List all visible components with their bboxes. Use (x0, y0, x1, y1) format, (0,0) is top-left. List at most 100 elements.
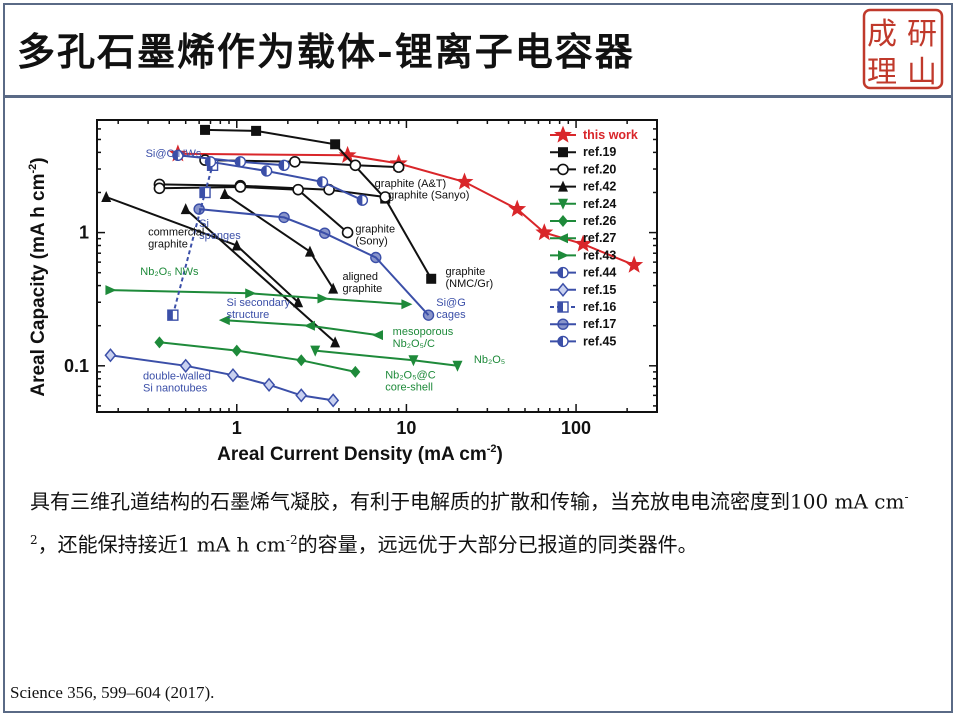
legend-label: ref.44 (583, 266, 616, 280)
data-point-ref.24 (310, 345, 321, 357)
legend-marker (558, 250, 569, 261)
annotation-line: core-shell (385, 382, 433, 394)
data-point-ref.42c (330, 336, 341, 348)
series-line-ref.26 (159, 341, 356, 373)
data-point-ref.42b (328, 282, 339, 294)
diamond-marker (231, 344, 242, 357)
data-point-this work (535, 223, 554, 241)
annotation-line: cages (436, 309, 466, 321)
data-point-ref.20c (292, 183, 304, 196)
data-point-ref.44 (278, 159, 290, 171)
legend-label: ref.20 (583, 162, 616, 176)
half-circle-fill (235, 156, 241, 167)
data-point-ref.20c (341, 226, 354, 239)
data-point-ref.20 (349, 159, 362, 172)
ylabel-text: Areal Capacity (mA h cm (28, 173, 49, 396)
star-marker (455, 172, 474, 190)
open-diamond-marker (263, 377, 276, 392)
header-divider (3, 95, 953, 98)
triangle-right-marker (401, 299, 413, 310)
data-point-ref.17 (278, 211, 290, 224)
triangle-down-marker (310, 345, 321, 357)
legend-marker (557, 163, 569, 176)
data-point-ref.20c (234, 181, 247, 193)
open-circle-marker (234, 181, 247, 193)
square-marker (426, 273, 437, 284)
legend-marker (558, 180, 568, 192)
star-marker (338, 145, 357, 163)
half-circle-fill (317, 176, 323, 187)
legend-label: ref.42 (583, 180, 616, 194)
annotation-line: Si nanotubes (143, 382, 208, 394)
x-axis-label: Areal Current Density (mA cm-2) (217, 443, 503, 465)
data-point-this work (508, 199, 527, 217)
data-point-ref.15 (295, 388, 308, 403)
triangle-right-marker (105, 285, 117, 296)
data-point-ref.15 (227, 368, 239, 383)
annotation-line: Si secondary (227, 297, 291, 309)
slide-title: 多孔石墨烯作为载体-锂离子电容器 (17, 29, 635, 74)
triangle-up-marker (101, 190, 112, 202)
data-point-ref.17 (422, 309, 435, 321)
data-point-ref.15 (263, 377, 276, 392)
data-point-ref.27 (218, 315, 230, 326)
open-diamond-marker (227, 368, 239, 383)
data-point-this work (625, 255, 644, 273)
logo-char-4: 山 (907, 55, 937, 90)
description-part-3: 的容量，远远优于大部分已报道的同类器件。 (297, 532, 698, 557)
data-point-ref.20 (289, 155, 301, 168)
data-point-ref.16 (199, 186, 211, 199)
series-line-ref.27 (224, 319, 379, 337)
chart-annotation: Si@C NWs (146, 148, 202, 160)
annotation-line: Nb₂O₅ NWs (140, 266, 199, 278)
annotation-line: sponges (199, 230, 241, 242)
data-point-ref.15 (179, 358, 192, 373)
data-point-ref.17 (193, 203, 205, 215)
x-tick-label: 10 (396, 418, 416, 438)
data-point-ref.20b (379, 191, 392, 203)
diamond-marker (558, 215, 568, 227)
xlabel-end: ) (497, 444, 503, 465)
legend-label: ref.16 (583, 300, 616, 314)
legend-marker (557, 266, 569, 279)
series-line-ref.24 (315, 349, 458, 367)
data-point-ref.27 (372, 330, 384, 341)
star-marker (554, 125, 572, 143)
data-point-ref.45 (316, 176, 329, 188)
star-marker (625, 255, 644, 273)
square-marker (251, 125, 262, 136)
legend-label: ref.17 (583, 317, 616, 331)
slide-header: 多孔石墨烯作为载体-锂离子电容器 (3, 3, 953, 95)
logo-char-1: 成 (867, 17, 897, 52)
square-marker (200, 124, 211, 135)
half-circle-fill (279, 160, 285, 171)
filled-circle-marker (370, 251, 382, 264)
filled-circle-marker (278, 211, 290, 224)
data-point-ref.45 (260, 165, 273, 177)
annotation-line: Nb₂O₅ (474, 354, 505, 366)
triangle-up-marker (330, 336, 341, 348)
annotation-line: Si@C NWs (146, 148, 202, 160)
data-point-ref.17 (319, 227, 331, 239)
triangle-left-marker (372, 330, 384, 341)
data-point-ref.45 (356, 194, 369, 206)
open-circle-marker (557, 163, 569, 176)
annotation-line: graphite (148, 239, 188, 251)
annotation-line: (Sony) (355, 236, 387, 248)
legend-label: ref.27 (583, 231, 616, 245)
triangle-right-marker (558, 250, 569, 261)
half-square-fill (558, 302, 563, 312)
triangle-up-marker (293, 296, 304, 308)
annotation-line: mesoporous (393, 326, 454, 338)
triangle-down-marker (408, 355, 419, 367)
legend-label: ref.19 (583, 145, 616, 159)
annotation-line: graphite (Sanyo) (388, 190, 469, 202)
data-point-ref.15 (104, 348, 117, 363)
triangle-up-marker (180, 203, 191, 215)
data-point-ref.17 (370, 251, 382, 264)
diamond-marker (350, 365, 361, 378)
star-marker (535, 223, 554, 241)
